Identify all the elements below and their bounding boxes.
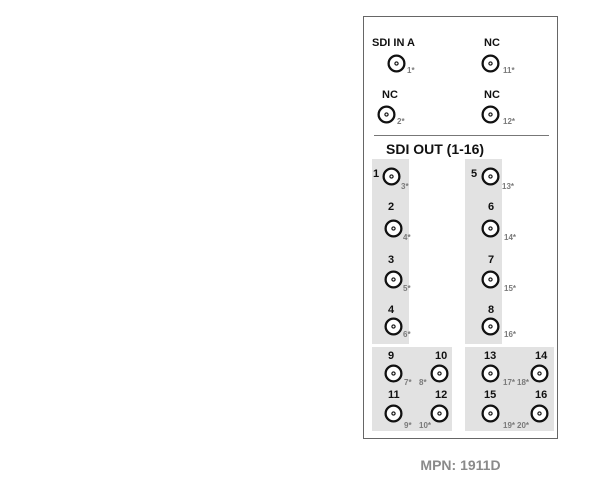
output-sub-9: 7* bbox=[404, 378, 412, 387]
output-sub-4: 6* bbox=[403, 330, 411, 339]
bnc-in-sdi-a-bnc-connector-icon bbox=[387, 54, 406, 73]
bnc-in-nc-11-bnc-connector-icon bbox=[481, 54, 500, 73]
bnc-in-nc-12-bnc-connector-icon bbox=[481, 105, 500, 124]
bnc-out-6-bnc-connector-icon bbox=[481, 219, 500, 238]
output-number-2: 2 bbox=[388, 201, 395, 213]
bnc-out-8-bnc-connector-icon bbox=[481, 317, 500, 336]
bnc-out-15-bnc-connector-icon bbox=[481, 404, 500, 423]
output-number-6: 6 bbox=[488, 201, 495, 213]
output-number-16: 16 bbox=[535, 389, 548, 401]
bnc-out-14-bnc-connector-icon bbox=[530, 364, 549, 383]
nc-label-2: NC bbox=[382, 89, 398, 101]
output-number-12: 12 bbox=[435, 389, 448, 401]
rear-panel: SDI IN A NC NC NC 1* 11* 2* 12* SDI OUT … bbox=[363, 16, 558, 439]
bnc-out-5-bnc-connector-icon bbox=[481, 167, 500, 186]
output-sub-14: 18* bbox=[517, 378, 530, 387]
output-number-14: 14 bbox=[535, 350, 548, 362]
bnc-out-10-bnc-connector-icon bbox=[430, 364, 449, 383]
sdi-out-title: SDI OUT (1-16) bbox=[386, 141, 485, 157]
output-sub-1: 3* bbox=[401, 182, 409, 191]
output-number-8: 8 bbox=[488, 304, 495, 316]
output-sub-6: 14* bbox=[504, 233, 517, 242]
output-number-7: 7 bbox=[488, 254, 495, 266]
divider-line bbox=[374, 135, 549, 136]
shade-col-right bbox=[465, 159, 502, 344]
output-number-9: 9 bbox=[388, 350, 395, 362]
bnc-out-9-bnc-connector-icon bbox=[384, 364, 403, 383]
output-number-10: 10 bbox=[435, 350, 448, 362]
output-sub-13: 17* bbox=[503, 378, 516, 387]
bnc-out-12-bnc-connector-icon bbox=[430, 404, 449, 423]
nc-label-12: NC bbox=[484, 89, 500, 101]
output-sub-3: 5* bbox=[403, 284, 411, 293]
bnc-out-2-bnc-connector-icon bbox=[384, 219, 403, 238]
nc-sub-12: 12* bbox=[503, 117, 516, 126]
output-sub-2: 4* bbox=[403, 233, 411, 242]
bnc-in-nc-2-bnc-connector-icon bbox=[377, 105, 396, 124]
bnc-out-7-bnc-connector-icon bbox=[481, 270, 500, 289]
bnc-out-3-bnc-connector-icon bbox=[384, 270, 403, 289]
output-number-15: 15 bbox=[484, 389, 497, 401]
nc-sub-2: 2* bbox=[397, 117, 405, 126]
mpn-label: MPN: 1911D bbox=[420, 457, 501, 473]
output-sub-16: 20* bbox=[517, 421, 530, 430]
sdi-in-a-label: SDI IN A bbox=[372, 37, 415, 49]
output-number-3: 3 bbox=[388, 254, 395, 266]
output-sub-7: 15* bbox=[504, 284, 517, 293]
shade-col-left bbox=[372, 159, 409, 344]
nc-sub-11: 11* bbox=[503, 66, 515, 75]
output-sub-10: 8* bbox=[419, 378, 427, 387]
output-sub-12: 10* bbox=[419, 421, 432, 430]
output-sub-11: 9* bbox=[404, 421, 412, 430]
bnc-out-16-bnc-connector-icon bbox=[530, 404, 549, 423]
output-number-1: 1 bbox=[373, 168, 380, 180]
output-number-11: 11 bbox=[388, 389, 400, 401]
bnc-out-11-bnc-connector-icon bbox=[384, 404, 403, 423]
output-sub-5: 13* bbox=[502, 182, 515, 191]
bnc-out-4-bnc-connector-icon bbox=[384, 317, 403, 336]
output-sub-15: 19* bbox=[503, 421, 516, 430]
output-number-13: 13 bbox=[484, 350, 497, 362]
bnc-out-13-bnc-connector-icon bbox=[481, 364, 500, 383]
nc-label-11: NC bbox=[484, 37, 500, 49]
output-number-5: 5 bbox=[471, 168, 478, 180]
sdi-in-a-sub: 1* bbox=[407, 66, 415, 75]
bnc-out-1-bnc-connector-icon bbox=[382, 167, 401, 186]
output-sub-8: 16* bbox=[504, 330, 517, 339]
output-number-4: 4 bbox=[388, 304, 395, 316]
